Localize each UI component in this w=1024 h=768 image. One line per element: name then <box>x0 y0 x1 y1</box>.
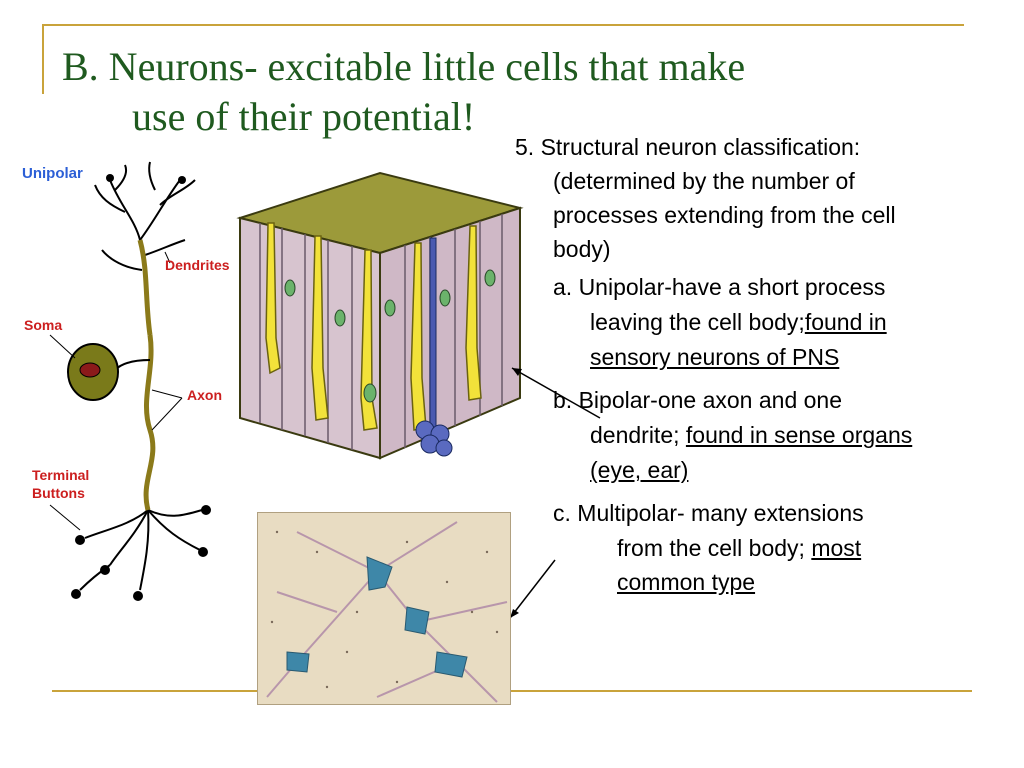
item-c-line-3: common type <box>515 565 1015 599</box>
item-a-underlined-2: sensory neurons of PNS <box>590 344 840 370</box>
item-b-plain: dendrite; <box>590 422 686 448</box>
heading-line-4: body) <box>553 236 611 262</box>
heading-line-3: processes extending from the cell <box>553 202 896 228</box>
pointer-arrows <box>509 367 601 619</box>
item-c-line-1: c. Multipolar- many extensions <box>553 500 864 526</box>
item-b-underlined-2: (eye, ear) <box>590 457 689 483</box>
classification-text: 5. Structural neuron classification: (de… <box>515 130 1015 599</box>
heading-line-2: (determined by the number of <box>553 168 855 194</box>
label-soma: Soma <box>24 317 62 333</box>
item-a-line-3: sensory neurons of PNS <box>515 340 1015 375</box>
unipolar-neuron-diagram: Unipolar Dend <box>22 161 230 601</box>
item-b-line-3: (eye, ear) <box>515 453 1015 488</box>
label-axon: Axon <box>187 387 222 403</box>
frame-top-rule <box>42 24 964 26</box>
nucleus-shape <box>79 362 101 378</box>
item-b-underlined-1: found in sense organs <box>685 422 913 448</box>
item-a-underlined-1: found in <box>804 309 887 335</box>
item-b-line-1: b. Bipolar-one axon and one <box>553 387 842 413</box>
item-a-line-1: a. Unipolar-have a short process <box>553 274 886 300</box>
item-c-line-2: from the cell body; most <box>515 531 1015 565</box>
label-unipolar: Unipolar <box>22 165 83 182</box>
sensory-epithelium-illustration <box>236 171 524 460</box>
frame-left-rule <box>42 24 44 94</box>
multipolar-neuron-micrograph <box>257 512 511 705</box>
item-a-plain: leaving the cell body; <box>590 309 805 335</box>
dendrite-trunks <box>137 239 153 336</box>
slide-title: B. Neurons- excitable little cells that … <box>62 42 862 142</box>
heading-line-1: 5. Structural neuron classification: <box>515 134 861 160</box>
label-terminal-1: Terminal <box>32 467 89 483</box>
item-c-underlined-1: most <box>811 535 862 561</box>
label-terminal-2: Buttons <box>32 485 85 501</box>
terminal-buttons <box>71 174 211 601</box>
item-a-line-2: leaving the cell body;found in <box>515 305 1015 340</box>
item-b-line-2: dendrite; found in sense organs <box>515 418 1015 453</box>
item-c-underlined-2: common type <box>617 569 756 595</box>
title-line-2: use of their potential! <box>132 94 476 139</box>
title-line-1: B. Neurons- excitable little cells that … <box>62 44 746 89</box>
frame-bottom-rule <box>52 690 972 692</box>
heading-classification: 5. Structural neuron classification: (de… <box>515 130 1015 266</box>
epithelium-side-face <box>379 206 521 460</box>
epithelium-front-face <box>239 216 381 460</box>
item-c-plain: from the cell body; <box>617 535 812 561</box>
nerve-fiber <box>429 237 437 429</box>
label-dendrites: Dendrites <box>165 257 230 273</box>
